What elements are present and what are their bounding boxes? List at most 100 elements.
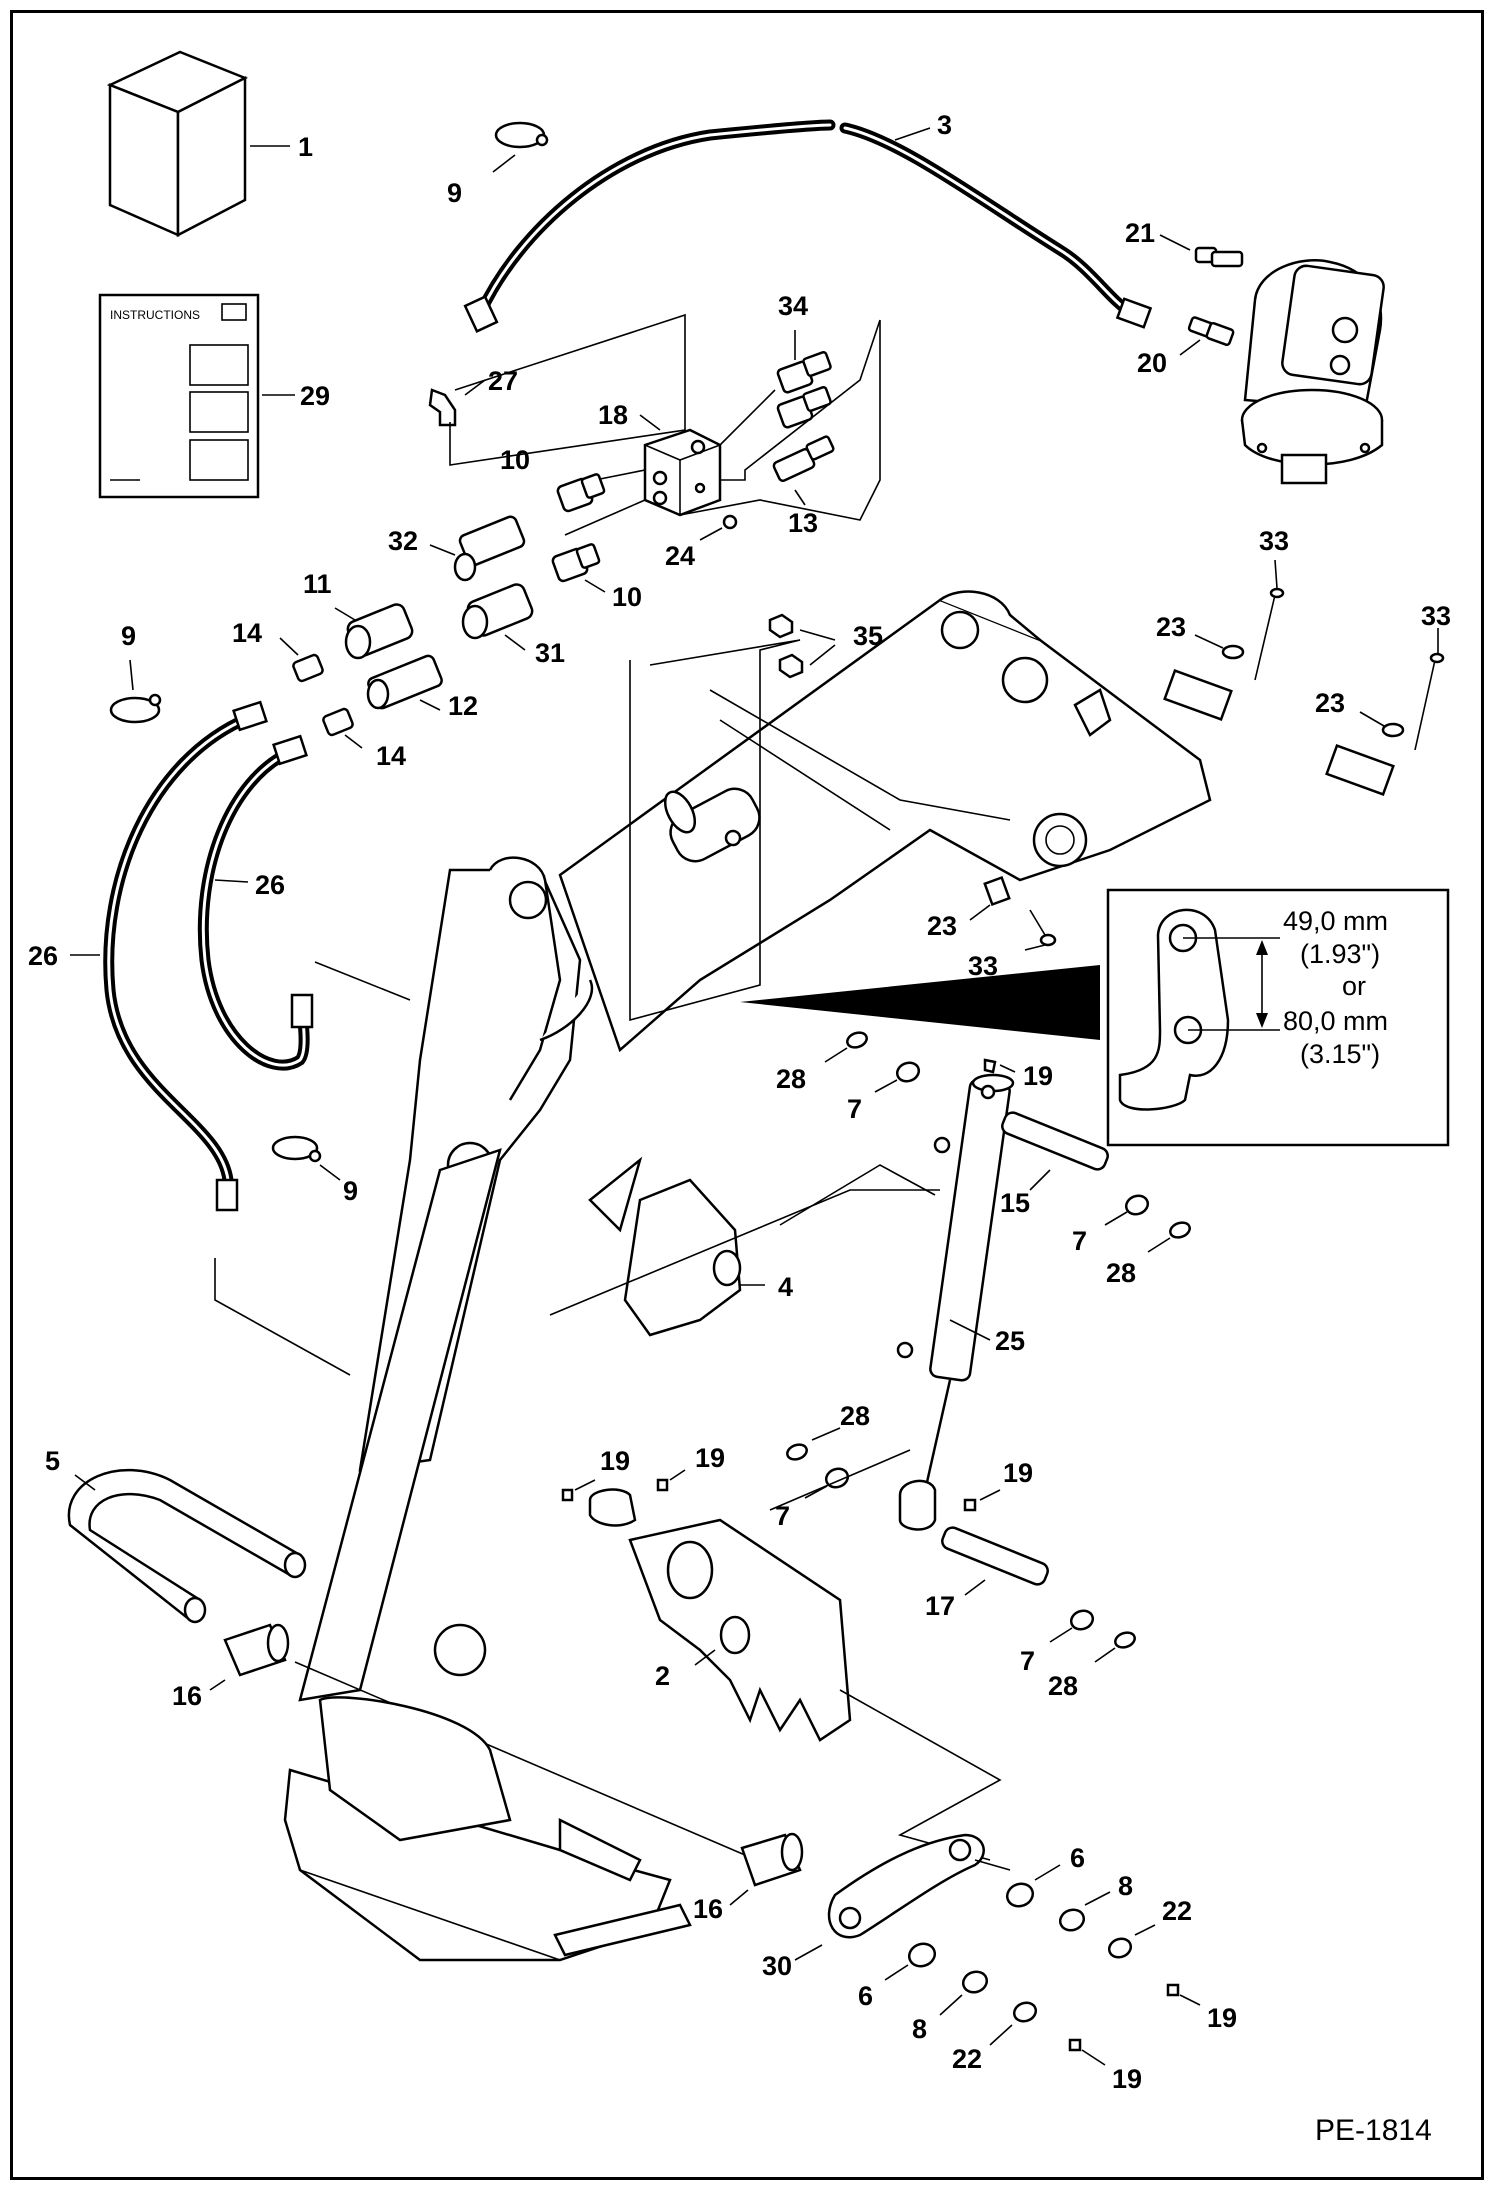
washer-22a xyxy=(1107,1924,1156,1959)
callout-17: 17 xyxy=(925,1591,955,1621)
washer-8b xyxy=(939,1970,989,2016)
callout-12: 12 xyxy=(448,691,478,721)
bushing-16b xyxy=(294,1661,804,1906)
callout-15: 15 xyxy=(1000,1188,1030,1218)
callout-28c: 28 xyxy=(840,1401,870,1431)
bucket xyxy=(283,1696,692,1962)
bolt-33a xyxy=(1254,559,1285,681)
washer-28b xyxy=(1147,1221,1191,1253)
coupler-12 xyxy=(366,654,443,711)
callout-7c: 7 xyxy=(775,1501,790,1531)
callout-labels: 1 29 9 3 21 20 27 34 18 10 13 32 24 11 1… xyxy=(28,110,1451,2094)
boom-bracket-b xyxy=(1325,744,1395,796)
callout-28b: 28 xyxy=(1106,1258,1136,1288)
pin-17 xyxy=(941,1526,1049,1596)
callout-7b: 7 xyxy=(1072,1226,1087,1256)
callout-7a: 7 xyxy=(847,1094,862,1124)
callout-7d: 7 xyxy=(1020,1646,1035,1676)
callout-23c: 23 xyxy=(927,911,957,941)
grease-fitting-19d xyxy=(963,1489,1001,1512)
adapter-14a xyxy=(279,637,324,683)
callout-20: 20 xyxy=(1137,348,1167,378)
washer-23a xyxy=(1194,634,1245,660)
callout-19e: 19 xyxy=(1207,2003,1237,2033)
callout-27: 27 xyxy=(488,366,518,396)
clamp-middle xyxy=(271,1135,341,1181)
callout-9b: 9 xyxy=(121,621,136,651)
washer-22b xyxy=(989,2001,1038,2046)
callout-9: 9 xyxy=(447,178,462,208)
loader-boom xyxy=(558,590,1212,1053)
adapter-10a xyxy=(556,473,606,513)
hydraulic-motor xyxy=(1240,259,1385,485)
fitting-21 xyxy=(1159,234,1244,268)
auger-bracket-2 xyxy=(588,1449,1002,1861)
relief-valve-13 xyxy=(772,435,835,506)
hose-26-outer xyxy=(103,700,268,1212)
inset-dim1: 49,0 mm xyxy=(1283,906,1388,936)
callout-34: 34 xyxy=(778,291,808,321)
cylinder-25 xyxy=(896,1073,1015,1531)
spacer-23c xyxy=(969,875,1011,921)
callout-28d: 28 xyxy=(1048,1671,1078,1701)
washer-8a xyxy=(1058,1891,1111,1932)
callout-8b: 8 xyxy=(912,2014,927,2044)
callout-21: 21 xyxy=(1125,218,1155,248)
pin-15 xyxy=(1001,1111,1109,1191)
callout-18: 18 xyxy=(598,400,628,430)
inset-dim2-imperial: (3.15") xyxy=(1300,1039,1380,1069)
callout-26a: 26 xyxy=(255,870,285,900)
hose-26-inner xyxy=(70,734,411,1376)
callout-23b: 23 xyxy=(1315,688,1345,718)
callout-26b: 26 xyxy=(28,941,58,971)
washer-6b xyxy=(884,1942,937,1981)
plug-24 xyxy=(699,514,738,541)
callout-10: 10 xyxy=(500,445,530,475)
callout-29: 29 xyxy=(300,381,330,411)
callout-22b: 22 xyxy=(952,2044,982,2074)
grease-fitting-19a xyxy=(983,1058,1016,1074)
dimension-inset xyxy=(740,888,1450,1147)
callout-19b: 19 xyxy=(600,1446,630,1476)
callout-10b: 10 xyxy=(612,582,642,612)
callout-33b: 33 xyxy=(1421,601,1451,631)
callout-24: 24 xyxy=(665,541,695,571)
bolt-33b xyxy=(1414,628,1445,751)
page-border xyxy=(10,10,1484,2180)
grease-fitting-19f xyxy=(1068,2038,1106,2066)
figure-code: PE-1814 xyxy=(1315,2114,1432,2147)
callout-25: 25 xyxy=(995,1326,1025,1356)
inset-dim1-imperial: (1.93") xyxy=(1300,939,1380,969)
inset-dimension-text: 49,0 mm (1.93") or 80,0 mm (3.15") xyxy=(1283,906,1388,1069)
elbow-27 xyxy=(428,379,486,427)
coupler-31 xyxy=(461,583,534,651)
callout-1: 1 xyxy=(298,132,313,162)
callout-28a: 28 xyxy=(776,1064,806,1094)
grease-fitting-19c xyxy=(656,1469,686,1492)
callout-33c: 33 xyxy=(968,951,998,981)
callout-23a: 23 xyxy=(1156,612,1186,642)
inset-dim2: 80,0 mm xyxy=(1283,1006,1388,1036)
link-plate-30 xyxy=(794,1833,1011,1961)
mount-bracket-4 xyxy=(549,1164,940,1337)
washer-28d xyxy=(1094,1631,1136,1663)
adapter-14b xyxy=(322,707,363,749)
washer-7a xyxy=(874,1061,921,1093)
callout-14: 14 xyxy=(232,618,262,648)
callout-5: 5 xyxy=(45,1446,60,1476)
bushing-16a xyxy=(209,1623,290,1691)
callout-2: 2 xyxy=(655,1661,670,1691)
lift-arm xyxy=(298,856,643,1702)
boom-bracket-a xyxy=(1163,669,1233,721)
callout-8a: 8 xyxy=(1118,1871,1133,1901)
callout-22a: 22 xyxy=(1162,1896,1192,1926)
washer-28a xyxy=(824,1031,868,1063)
inset-or: or xyxy=(1342,971,1366,1001)
callout-30: 30 xyxy=(762,1951,792,1981)
callout-6a: 6 xyxy=(1070,1843,1085,1873)
washer-7b xyxy=(1104,1194,1150,1226)
instructions-sheet: INSTRUCTIONS xyxy=(98,293,295,499)
callout-19c: 19 xyxy=(695,1443,725,1473)
